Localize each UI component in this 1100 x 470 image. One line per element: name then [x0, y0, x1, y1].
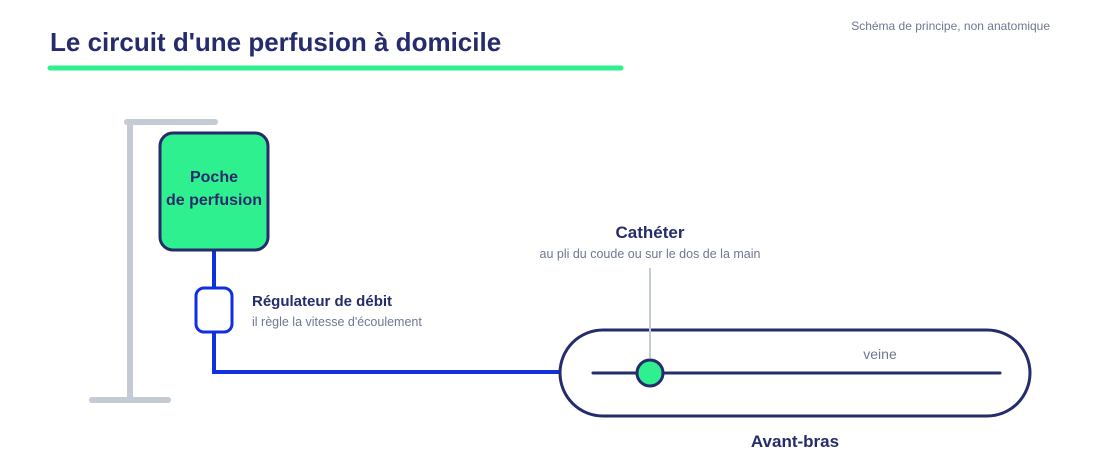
catheter-sublabel: au pli du coude ou sur le dos de la main [540, 247, 761, 261]
bag-label-line1: Poche [190, 169, 238, 186]
infusion-tubing [212, 250, 566, 374]
vein-label: veine [863, 346, 897, 362]
diagram-note: Schéma de principe, non anatomique [851, 19, 1050, 33]
bag-label-line2: de perfusion [166, 192, 262, 209]
catheter-label: Cathéter [616, 223, 685, 242]
forearm-label: Avant-bras [751, 432, 839, 451]
iv-stand [89, 119, 218, 403]
regulator-sublabel: il règle la vitesse d'écoulement [252, 315, 422, 329]
page-title: Le circuit d'une perfusion à domicile [50, 27, 502, 57]
catheter-marker [635, 358, 665, 388]
infusion-bag [158, 131, 270, 252]
regulator-label: Régulateur de débit [252, 293, 392, 310]
flow-regulator [194, 286, 234, 334]
